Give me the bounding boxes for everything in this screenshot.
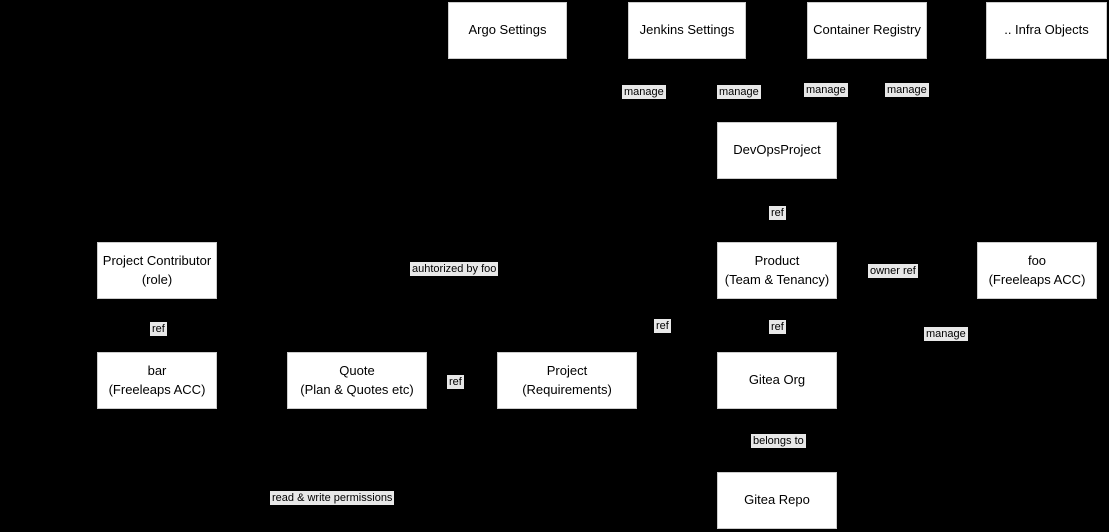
node-foo-account: foo (Freeleaps ACC) <box>977 242 1097 299</box>
node-bar-account: bar (Freeleaps ACC) <box>97 352 217 409</box>
edge-label-manage-foo: manage <box>924 327 968 341</box>
edge-label-ref-devops-product: ref <box>769 206 786 220</box>
edge-label-owner-ref: owner ref <box>868 264 918 278</box>
node-label: Quote <box>339 362 375 378</box>
edge-label-read-write-permissions: read & write permissions <box>270 491 395 505</box>
node-jenkins-settings: Jenkins Settings <box>628 2 746 59</box>
node-devops-project: DevOpsProject <box>717 122 837 179</box>
node-sublabel: (Plan & Quotes etc) <box>300 381 414 397</box>
node-project-requirements: Project (Requirements) <box>497 352 637 409</box>
node-argo-settings: Argo Settings <box>448 2 567 59</box>
edge-label-belongs-to: belongs to <box>751 434 806 448</box>
node-label: Jenkins Settings <box>639 22 735 38</box>
edge-label-ref-project-product: ref <box>654 319 671 333</box>
node-sublabel: (role) <box>141 271 173 287</box>
node-gitea-org: Gitea Org <box>717 352 837 409</box>
node-infra-objects: .. Infra Objects <box>986 2 1107 59</box>
edge-label-manage-registry: manage <box>804 83 848 97</box>
node-quote: Quote (Plan & Quotes etc) <box>287 352 427 409</box>
node-label: Container Registry <box>813 22 921 38</box>
edge-label-ref-product-org: ref <box>769 320 786 334</box>
node-label: Project Contributor <box>102 252 212 268</box>
node-sublabel: (Freeleaps ACC) <box>988 271 1086 287</box>
edge-label-ref-quote-project: ref <box>447 375 464 389</box>
node-label: bar <box>147 362 167 378</box>
edge-label-manage-infra: manage <box>885 83 929 97</box>
node-gitea-repo: Gitea Repo <box>717 472 837 529</box>
node-sublabel: (Team & Tenancy) <box>724 271 830 287</box>
edge-label-manage-argo: manage <box>622 85 666 99</box>
node-label: Product <box>754 252 800 268</box>
node-label: .. Infra Objects <box>1004 22 1089 38</box>
edge-label-manage-jenkins: manage <box>717 85 761 99</box>
node-label: foo <box>1027 252 1047 268</box>
edge-label-ref-contributor-bar: ref <box>150 322 167 336</box>
node-product: Product (Team & Tenancy) <box>717 242 837 299</box>
node-label: Gitea Org <box>748 372 806 388</box>
node-label: Project <box>546 362 588 378</box>
node-project-contributor: Project Contributor (role) <box>97 242 217 299</box>
node-label: DevOpsProject <box>733 142 821 158</box>
node-sublabel: (Freeleaps ACC) <box>108 381 206 397</box>
node-container-registry: Container Registry <box>807 2 927 59</box>
node-sublabel: (Requirements) <box>522 381 612 397</box>
node-label: Gitea Repo <box>744 492 810 508</box>
node-label: Argo Settings <box>468 22 547 38</box>
edge-label-authorized-by-foo: auhtorized by foo <box>410 262 499 276</box>
